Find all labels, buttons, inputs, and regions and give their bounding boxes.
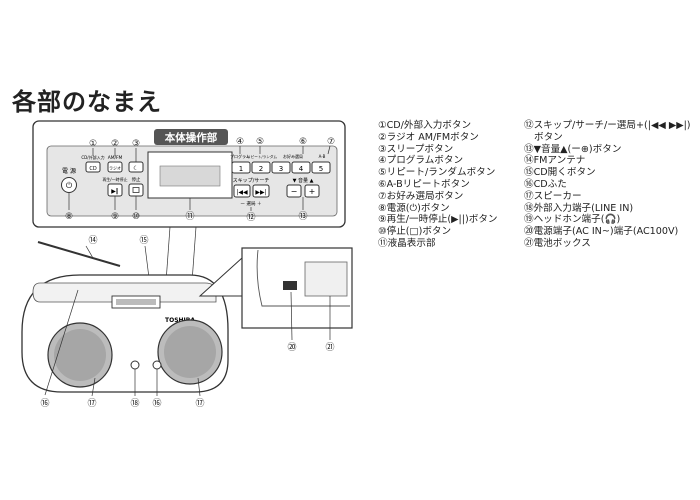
callout-1: ① [89,139,97,149]
legend-item-continuation: ボタン [534,131,563,143]
legend-item: ⑯CDふた [524,178,567,190]
legend-item: ⑰スピーカー [524,190,582,202]
callout-15: ⑮ [139,235,148,246]
skip-back-button [233,184,251,198]
volume-down-button [286,184,302,198]
legend-item: ⑲ヘッドホン端子(🎧) [524,214,621,226]
callout-11: ⑪ [185,211,194,222]
stop-button [128,183,144,197]
ac-inlet [283,281,297,290]
favorite-label: お好み選局 [283,153,303,159]
legend-item: ⑧電源(⏻)ボタン [378,202,450,214]
callout-17a: ⑰ [87,398,96,409]
repeat-label: リピート/ランダム [247,154,277,159]
legend-column-right: ⑫スキップ/サーチ/ー選局+(|◀◀ ▶▶|) ボタン ⑬▼音量▲(ー⊕)ボタン… [524,120,691,250]
tune-label: ー 選局 ＋ [240,200,261,207]
legend-item: ⑬▼音量▲(ー⊕)ボタン [524,143,622,155]
volume-label: ▼ 音量 ▲ [293,177,314,184]
callout-5: ⑤ [256,137,264,147]
legend-item: ⑮CD開くボタン [524,167,596,179]
legend-item: ⑩停止(□)ボタン [378,226,452,238]
brand-logo: TOSHIBA [165,317,195,324]
callout-14: ⑭ [88,235,97,246]
preset-button-4 [291,161,311,174]
callout-8: ⑧ [65,212,73,222]
skip-back-icon: |◀◀ [236,189,248,196]
legend-item: ⑫スキップ/サーチ/ー選局+(|◀◀ ▶▶|) [524,120,691,131]
preset-button-3 [271,161,291,174]
preset-3-label: 3 [279,165,283,173]
preset-button-1 [231,161,251,174]
ab-label: A-B [319,154,326,159]
legend-item: ⑭FMアンテナ [524,155,586,167]
power-icon: ⏻ [66,181,73,190]
legend-item: ①CD/外部入力ボタン [378,120,472,131]
skip-forward-button [252,184,270,198]
preset-1-label: 1 [239,165,243,173]
battery-box [304,261,348,297]
legend-item: ⑦お好み選局ボタン [378,190,464,202]
skip-search-label: スキップ/サーチ [233,178,270,184]
panel-title: 本体操作部 [165,131,218,144]
radio-label: AM/FM [108,155,123,161]
callout-4: ④ [236,137,244,147]
legend-item: ②ラジオ AM/FMボタン [378,131,479,143]
headphone-jack [152,360,162,370]
control-panel-inset: 本体操作部 電 源 ⏻ CD/外部入力 CD AM/FM ラジオ ☾ 再生/一時… [32,120,346,228]
page-title: 各部のなまえ [12,88,162,116]
stop-label: 停止 [132,176,141,183]
fm-antenna [37,241,121,267]
callout-12: ⑫ [246,212,255,223]
callout-2: ② [111,139,119,149]
callout-21: ㉑ [325,342,334,353]
radio-button [107,161,123,173]
program-label: プログラム [230,153,250,159]
legend-item: ⑳電源端子(AC IN~)端子(AC100V) [524,226,679,238]
preset-5-label: 5 [319,165,323,173]
cd-ext-label: CD/外部入力 [81,154,104,160]
cd-button [85,161,101,173]
preset-button-2 [251,161,271,174]
skip-forward-icon: ▶▶| [255,189,266,196]
callout-17b: ⑰ [195,398,204,409]
sleep-icon: ☾ [133,165,138,172]
callout-10: ⑩ [132,212,140,222]
power-button [61,177,77,193]
power-label: 電 源 [62,167,76,175]
callout-16b: ⑯ [152,398,161,409]
boombox-illustration: TOSHIBA [21,226,229,397]
volume-down-icon: − [291,187,298,196]
legend-item: ㉑電池ボックス [524,237,591,249]
stop-icon [132,187,140,193]
legend-column-left: ①CD/外部入力ボタン ②ラジオ AM/FMボタン ③スリープボタン ④プログラ… [378,120,498,250]
preset-4-label: 4 [299,165,304,173]
callout-3: ③ [132,139,140,149]
play-pause-label: 再生/一時停止 [102,176,127,182]
cd-button-label: CD [89,166,96,172]
radio-button-label: ラジオ [109,165,121,171]
legend-item: ⑱外部入力端子(LINE IN) [524,202,634,214]
callout-16a: ⑯ [40,398,49,409]
volume-up-button [304,184,320,198]
legend-item: ⑤リピート/ランダムボタン [378,167,496,179]
line-in-jack [130,360,140,370]
callout-13: ⑬ [298,211,307,222]
callout-7: ⑦ [327,137,335,147]
legend-item: ⑥A-Bリピートボタン [378,178,470,190]
legend-item: ⑪液晶表示部 [378,237,436,249]
callout-9: ⑨ [111,212,119,222]
callout-6: ⑥ [299,137,307,147]
legend-item: ⑨再生/一時停止(▶||)ボタン [378,214,498,226]
volume-up-icon: + [309,187,316,196]
legend-item: ③スリープボタン [378,143,454,155]
rear-panel-inset [198,247,353,341]
callout-18: ⑱ [130,398,139,409]
preset-button-5 [311,161,331,174]
play-pause-icon: ▶‖ [111,188,119,195]
callout-23: ⑳ [287,342,296,353]
preset-2-label: 2 [259,165,263,173]
legend-item: ④プログラムボタン [378,155,464,167]
